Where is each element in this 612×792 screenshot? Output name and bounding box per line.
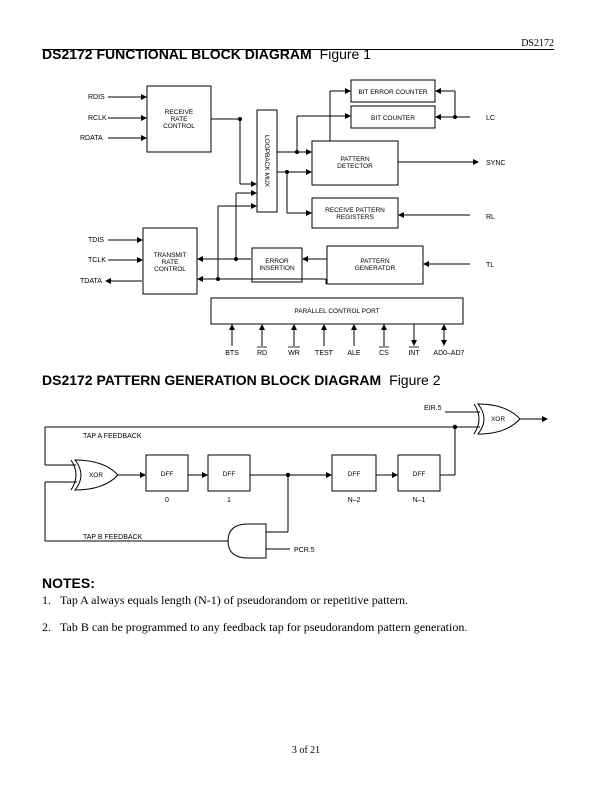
lc-label: LC xyxy=(486,115,495,122)
rdis-label: RDIS xyxy=(88,94,105,101)
transmit-rate-control-block xyxy=(142,227,198,295)
loopback-mux-label: LOOPBACK MUX xyxy=(263,135,270,188)
dff-n1-block xyxy=(397,454,441,492)
pattern-detector-line2: DETECTOR xyxy=(337,163,373,170)
dff-0-block xyxy=(145,454,189,492)
receive-rate-control-line2: RATE xyxy=(171,116,189,123)
error-insertion-line2: INSERTION xyxy=(259,265,295,272)
error-insertion-line1: ERROR xyxy=(265,258,289,265)
input-xor-gate xyxy=(73,459,119,491)
input-xor-backline xyxy=(70,459,77,491)
figure1-diagram: RDIS RCLK RDATA TDIS TCLK TDATA RECEIVE … xyxy=(80,79,505,357)
bit-counter-label: BIT COUNTER xyxy=(371,115,415,122)
tap-a-label: TAP A FEEDBACK xyxy=(83,433,142,440)
pattern-detector-line1: PATTERN xyxy=(340,156,370,163)
figure1-title: DS2172 FUNCTIONAL BLOCK DIAGRAM Figure 1 xyxy=(42,46,371,62)
dff-n1-label: DFF xyxy=(413,471,426,478)
pattern-generator-line2: GENERATOR xyxy=(355,265,396,272)
pin-test-label: TEST xyxy=(315,350,334,357)
and-gate xyxy=(227,523,267,559)
pin-cs-label: CS xyxy=(379,350,389,357)
pin-ale-label: ALE xyxy=(347,350,361,357)
receive-pattern-registers-line1: RECEIVE PATTERN xyxy=(325,207,385,214)
figure2-label: Figure 2 xyxy=(389,372,441,388)
tap-b-label: TAP B FEEDBACK xyxy=(83,534,143,541)
figure2-title: DS2172 PATTERN GENERATION BLOCK DIAGRAM F… xyxy=(42,372,441,388)
header-rule xyxy=(42,49,554,50)
note-2: 2. Tab B can be programmed to any feedbac… xyxy=(42,620,467,635)
sync-label: SYNC xyxy=(486,160,505,167)
dff-n1-index: N–1 xyxy=(413,497,426,504)
pin-int-label: INT xyxy=(408,350,420,357)
dff-1-index: 1 xyxy=(227,497,231,504)
output-xor-backline xyxy=(473,403,480,435)
receive-pattern-registers-line2: REGISTERS xyxy=(336,214,374,221)
rl-label: RL xyxy=(486,214,495,221)
pin-wr-label: WR xyxy=(288,350,300,357)
error-insertion-block xyxy=(251,247,303,283)
dff-0-index: 0 xyxy=(165,497,169,504)
receive-rate-control-line3: CONTROL xyxy=(163,123,195,130)
page-number: 3 of 21 xyxy=(291,745,321,756)
parallel-control-port-block xyxy=(210,297,464,325)
note-2-text: Tab B can be programmed to any feedback … xyxy=(60,620,468,634)
figure1-title-text: DS2172 FUNCTIONAL BLOCK DIAGRAM xyxy=(42,46,312,62)
dff-n2-block xyxy=(331,454,377,492)
part-number-header: DS2172 xyxy=(521,38,554,49)
pattern-detector-block xyxy=(311,140,399,186)
input-xor-label: XOR xyxy=(89,472,103,479)
dff-0-label: DFF xyxy=(161,471,174,478)
dff-1-label: DFF xyxy=(223,471,236,478)
note-1-num: 1. xyxy=(42,593,51,607)
note-1: 1. Tap A always equals length (N-1) of ps… xyxy=(42,593,408,608)
note-1-text: Tap A always equals length (N-1) of pseu… xyxy=(60,593,409,607)
figure1-label: Figure 1 xyxy=(319,46,372,62)
note-2-num: 2. xyxy=(42,620,51,634)
transmit-rate-control-line3: CONTROL xyxy=(154,266,186,273)
junction-dot xyxy=(238,117,242,121)
bit-error-counter-label: BIT ERROR COUNTER xyxy=(358,89,428,96)
tdis-label: TDIS xyxy=(88,237,104,244)
tl-label: TL xyxy=(486,262,494,269)
tdata-label: TDATA xyxy=(80,278,102,285)
pcr-label: PCR.5 xyxy=(294,547,315,554)
rclk-label: RCLK xyxy=(88,115,107,122)
notes-title: NOTES: xyxy=(42,575,95,591)
dff-1-block xyxy=(207,454,251,492)
parallel-control-port-label: PARALLEL CONTROL PORT xyxy=(294,308,379,315)
loopback-mux-block xyxy=(256,109,278,213)
pattern-generator-line1: PATTERN xyxy=(360,258,390,265)
receive-rate-control-block xyxy=(146,85,212,153)
transmit-rate-control-line2: RATE xyxy=(162,259,180,266)
dff-n2-label: DFF xyxy=(348,471,361,478)
rdata-label: RDATA xyxy=(80,135,103,142)
pin-bts-label: BTS xyxy=(225,350,239,357)
output-xor-label: XOR xyxy=(491,416,505,423)
receive-rate-control-line1: RECEIVE xyxy=(165,109,194,116)
transmit-rate-control-line1: TRANSMIT xyxy=(153,252,186,259)
pin-rd-label: RD xyxy=(257,350,267,357)
figure2-diagram: XOR EIR.5 TAP A FEEDBACK XOR DFF 0 xyxy=(44,403,548,559)
pin-ad-label: AD0–AD7 xyxy=(433,350,464,357)
output-xor-gate xyxy=(476,403,521,435)
tclk-label: TCLK xyxy=(88,257,106,264)
eir-label: EIR.5 xyxy=(424,405,442,412)
dff-n2-index: N–2 xyxy=(348,497,361,504)
figure2-title-text: DS2172 PATTERN GENERATION BLOCK DIAGRAM xyxy=(42,372,382,388)
